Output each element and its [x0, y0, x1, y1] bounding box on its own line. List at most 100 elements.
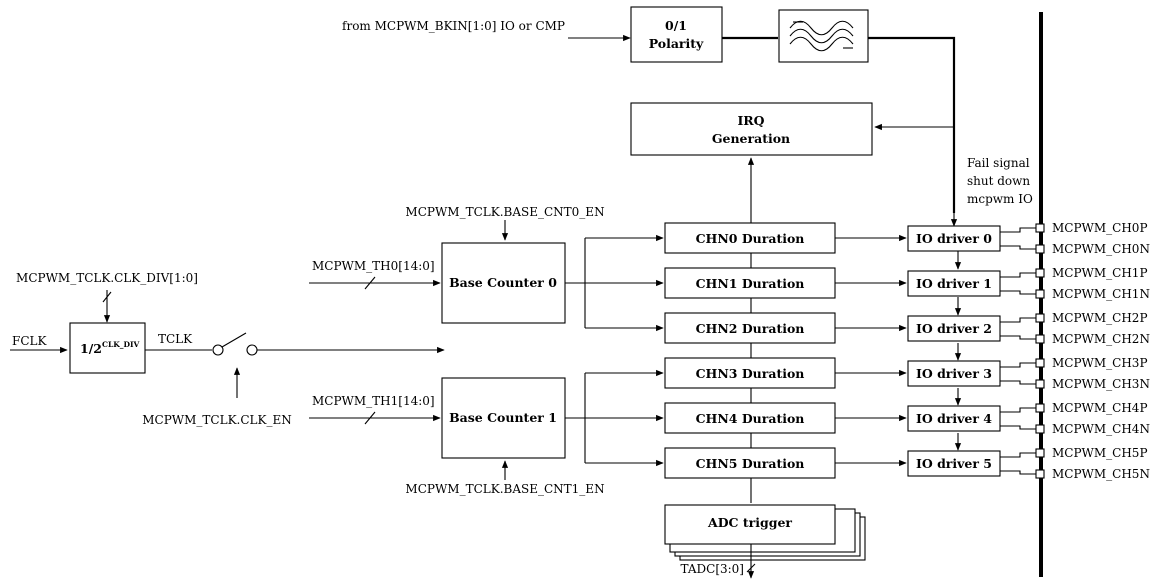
th0-bus-slash: [364, 276, 376, 290]
chn0-duration: CHN0 Duration: [664, 222, 836, 254]
io-driver-4: IO driver 4: [907, 405, 1001, 432]
filter-wave-2: [789, 28, 854, 44]
th1-bus-slash: [364, 411, 376, 425]
clock-enable-switch: [212, 332, 258, 356]
polarity-label-2: Polarity: [649, 36, 704, 51]
fail-signal-label-3: mcpwm IO: [967, 192, 1033, 206]
io-driver-3-label: IO driver 3: [916, 366, 992, 381]
io3-p-wire: [1000, 362, 1036, 368]
pin-ch0p: [1035, 223, 1045, 233]
io-driver-0: IO driver 0: [907, 225, 1001, 252]
fail-signal-label-1: Fail signal: [967, 156, 1030, 170]
pin-ch4p: [1035, 403, 1045, 413]
io4-p-wire: [1000, 407, 1036, 413]
base-counter-1-label: Base Counter 1: [449, 410, 557, 425]
pin-ch5p: [1035, 448, 1045, 458]
io-driver-4-label: IO driver 4: [916, 411, 992, 426]
pin-label-ch1p: MCPWM_CH1P: [1052, 266, 1148, 280]
pin-ch2n: [1035, 334, 1045, 344]
clock-divider-block: 1/2CLK_DIV: [69, 322, 146, 374]
pin-ch1n: [1035, 289, 1045, 299]
chn2-duration: CHN2 Duration: [664, 312, 836, 344]
irq-label-2: Generation: [712, 131, 790, 146]
base-cnt0-en-label: MCPWM_TCLK.BASE_CNT0_EN: [405, 205, 604, 219]
io0-n-wire: [1000, 245, 1036, 250]
th0-label: MCPWM_TH0[14:0]: [312, 259, 435, 273]
pin-label-ch2n: MCPWM_CH2N: [1052, 332, 1150, 346]
chn4-duration: CHN4 Duration: [664, 402, 836, 434]
pin-label-ch5n: MCPWM_CH5N: [1052, 467, 1150, 481]
chn5-duration: CHN5 Duration: [664, 447, 836, 479]
base-counter-1: Base Counter 1: [441, 377, 566, 459]
io4-n-wire: [1000, 425, 1036, 430]
fail-signal-label-2: shut down: [967, 174, 1030, 188]
divider-label: 1/2CLK_DIV: [80, 340, 139, 356]
divider-base: 1/2: [80, 341, 102, 356]
polarity-label-1: 0/1: [665, 18, 687, 33]
io-driver-0-label: IO driver 0: [916, 231, 992, 246]
io-driver-5: IO driver 5: [907, 450, 1001, 477]
pin-ch2p: [1035, 313, 1045, 323]
io-driver-2-label: IO driver 2: [916, 321, 992, 336]
pin-label-ch4p: MCPWM_CH4P: [1052, 401, 1148, 415]
base-counter-0: Base Counter 0: [441, 242, 566, 324]
base-cnt1-en-label: MCPWM_TCLK.BASE_CNT1_EN: [405, 482, 604, 496]
io5-n-wire: [1000, 470, 1036, 475]
pin-label-ch3p: MCPWM_CH3P: [1052, 356, 1148, 370]
io2-n-wire: [1000, 335, 1036, 340]
pin-label-ch0p: MCPWM_CH0P: [1052, 221, 1148, 235]
io-driver-1-label: IO driver 1: [916, 276, 992, 291]
pin-label-ch1n: MCPWM_CH1N: [1052, 287, 1150, 301]
chn5-duration-label: CHN5 Duration: [696, 456, 805, 471]
pin-ch1p: [1035, 268, 1045, 278]
pin-ch0n: [1035, 244, 1045, 254]
io2-p-wire: [1000, 317, 1036, 323]
clk-en-label: MCPWM_TCLK.CLK_EN: [142, 413, 291, 427]
io1-p-wire: [1000, 272, 1036, 278]
io3-n-wire: [1000, 380, 1036, 385]
fail-signal-line: [868, 36, 956, 213]
filter-wave-3: [789, 36, 854, 52]
io-driver-2: IO driver 2: [907, 315, 1001, 342]
io-driver-3: IO driver 3: [907, 360, 1001, 387]
tadc-label: TADC[3:0]: [681, 562, 745, 576]
io0-p-wire: [1000, 227, 1036, 233]
pin-label-ch2p: MCPWM_CH2P: [1052, 311, 1148, 325]
th1-label: MCPWM_TH1[14:0]: [312, 394, 435, 408]
chn3-duration-label: CHN3 Duration: [696, 366, 805, 381]
pin-label-ch5p: MCPWM_CH5P: [1052, 446, 1148, 460]
pin-ch3p: [1035, 358, 1045, 368]
irq-block: IRQ Generation: [630, 102, 873, 156]
io-driver-1: IO driver 1: [907, 270, 1001, 297]
chn3-duration: CHN3 Duration: [664, 357, 836, 389]
pin-ch5n: [1035, 469, 1045, 479]
adc-trigger-label: ADC trigger: [707, 515, 792, 530]
pin-label-ch0n: MCPWM_CH0N: [1052, 242, 1150, 256]
pin-label-ch3n: MCPWM_CH3N: [1052, 377, 1150, 391]
chn4-duration-label: CHN4 Duration: [696, 411, 805, 426]
tclk-label: TCLK: [158, 332, 193, 346]
base-counter-0-label: Base Counter 0: [449, 275, 557, 290]
pin-ch4n: [1035, 424, 1045, 434]
irq-label-1: IRQ: [737, 113, 764, 128]
pin-label-ch4n: MCPWM_CH4N: [1052, 422, 1150, 436]
chn1-duration-label: CHN1 Duration: [696, 276, 805, 291]
polarity-block: 0/1 Polarity: [630, 6, 723, 63]
pin-ch3n: [1035, 379, 1045, 389]
tadc-bus-slash: [746, 563, 756, 573]
clk-div-bus-slash: [102, 291, 112, 303]
fclk-label: FCLK: [12, 334, 47, 348]
chn0-duration-label: CHN0 Duration: [696, 231, 805, 246]
io1-n-wire: [1000, 290, 1036, 295]
clk-div-label: MCPWM_TCLK.CLK_DIV[1:0]: [16, 271, 198, 285]
filter-wave-1: [789, 20, 854, 36]
adc-trigger-stack: ADC trigger: [664, 504, 866, 561]
io5-p-wire: [1000, 452, 1036, 458]
bkin-label: from MCPWM_BKIN[1:0] IO or CMP: [342, 19, 565, 33]
divider-exponent: CLK_DIV: [102, 340, 140, 349]
io-driver-5-label: IO driver 5: [916, 456, 992, 471]
chn1-duration: CHN1 Duration: [664, 267, 836, 299]
filter-block: [778, 9, 869, 63]
chn2-duration-label: CHN2 Duration: [696, 321, 805, 336]
